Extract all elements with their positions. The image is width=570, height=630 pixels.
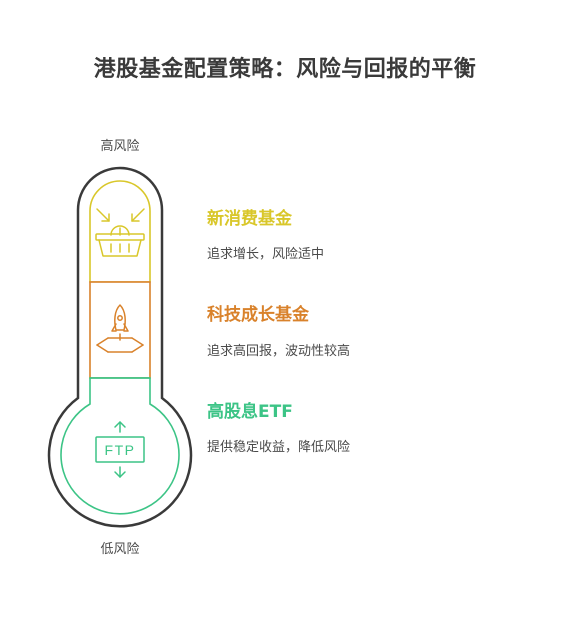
consumer-fund-desc: 追求增长，风险适中	[207, 247, 325, 262]
dividend-segment	[60, 377, 180, 515]
page-title: 港股基金配置策略：风险与回报的平衡	[93, 57, 477, 82]
high-risk-label: 高风险	[100, 139, 140, 154]
low-risk-label: 低风险	[100, 542, 140, 557]
dividend-etf-title: 高股息ETF	[207, 402, 293, 422]
thermometer-outline	[47, 166, 193, 528]
dividend-etf-desc: 提供稳定收益，降低风险	[207, 440, 351, 455]
ftp-icon-label: FTP	[105, 442, 136, 458]
consumer-fund-title: 新消费基金	[207, 209, 292, 229]
ftp-transfer-icon	[95, 421, 145, 478]
shopping-basket-icon	[95, 208, 145, 257]
tech-fund-title: 科技成长基金	[207, 305, 309, 325]
rocket-icon	[96, 304, 144, 353]
tech-fund-desc: 追求高回报，波动性较高	[207, 344, 351, 359]
